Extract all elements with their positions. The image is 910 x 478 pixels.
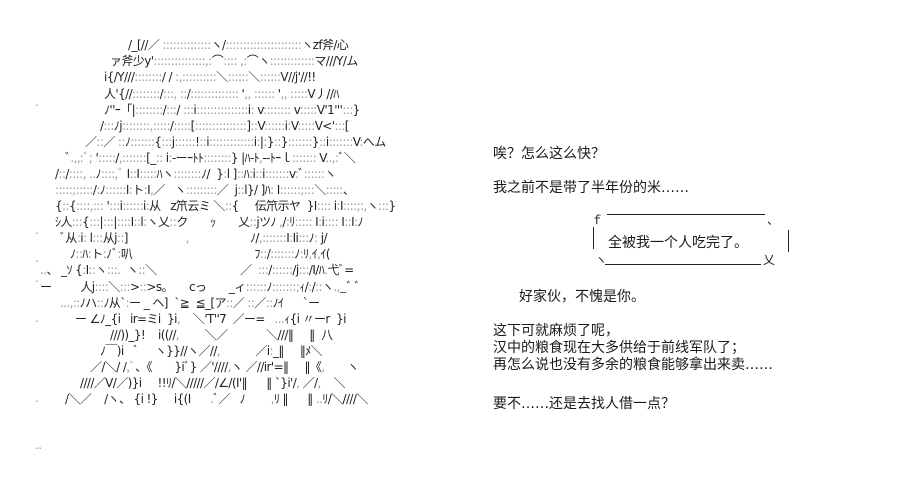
ascii-art-row: /:::ﾉj::::::::,:::::/:::::[:::::::::::::… (100, 119, 350, 133)
ascii-art-row: ﾉ::ﾊ:ト:ﾉﾞ:叭 ﾌ::/:::::::ﾉ:ﾘ,ｲ,ｲ( (70, 247, 331, 261)
ascii-art-stray-mark: . (35, 251, 39, 265)
dialogue-line-4: 这下可就麻烦了呢， (493, 323, 619, 339)
bubble-corner-bottom-left: ヽ (595, 253, 608, 267)
ascii-art-row: ..、 _ｿ {:I::ヽ:::. ヽ::＼ ／ :::/::::::/j:::… (40, 263, 354, 277)
ascii-art-row: ー ∠ﾉ_{i ir=ミi }i, ＼'T''7 ／ー= ...ｨ{i 〃ーr … (75, 312, 346, 326)
ascii-art-row: ﾉ￣)i ﾞ ヽ}}//ヽ／//, ／i:_‖ ‖ﾒ＼ (100, 344, 323, 358)
bubble-corner-top-left: ｆ (591, 213, 604, 227)
bubble-top-border (607, 214, 765, 215)
ascii-art-row: ////／V/／)}i !!ﾘ/＼/////／/∠/(I'‖ ‖ `}i'/, … (80, 376, 346, 390)
dialogue-line-1: 唉？怎么这么快？ (493, 146, 605, 162)
ascii-art-row: ／/＼/ /,ﾞ、《 }iﾞ} ／'////,ヽ ／//ir'=‖ ‖《, ヽ (90, 360, 359, 374)
ascii-art-row: ／::／ ::ﾉ:::::::{:::j::::::!::i::::::::::… (85, 135, 386, 149)
ascii-art-row: {::{::::,::: ':::i::::::i:从 z笊云ミ ＼::{ 伝笊… (55, 199, 396, 213)
dialogue-line-2: 我之前不是带了半年份的米…… (493, 180, 689, 196)
ascii-art-row: /＼／ /ヽ、 {i !} i{(I .ﾞ／ ﾉ ,ﾘ ‖ ‖ ..ﾘ/＼///… (65, 392, 368, 406)
dialogue-line-6: 再怎么说也没有多余的粮食能够拿出来卖…… (493, 357, 773, 373)
ascii-art-row: /::/::::, ..ﾉ::::,ﾞ I::I:::::ﾊヽ::::::::ﾉ… (55, 167, 336, 181)
ascii-art-row: :::::;:::::/:ﾉ::::::I:ト:I,／ ヽ:::::::::／ … (55, 183, 355, 197)
ascii-art-row: ﾉ''ｰ「|::::::::/:::/ :::i:::::::::::::::i… (104, 103, 360, 117)
ascii-art-row: ー 人j::::＼:::>::>s。 cっ _ィ::::::ﾉ:::::::;ｨ… (40, 280, 361, 294)
ascii-art-row: ///))_}! i((//, ＼／ ＼///‖ ‖ 八 (110, 328, 333, 342)
bubble-corner-bottom-right: 乂 (763, 253, 776, 267)
ascii-art-row: ﾞ从:i: l:::从j::] , ﾉ/,:::::::I:Ii:::ﾉ: j/ (60, 231, 328, 245)
ascii-art-row: ァ斧少y':::::::::::::::,:⌒:::: ,:⌒ヽ::::::::… (110, 54, 358, 68)
dialogue-line-3: 好家伙，不愧是你。 (519, 289, 645, 305)
bubble-left-border (593, 227, 594, 249)
dialogue-line-7: 要不……还是去找人借一点？ (493, 396, 675, 412)
ascii-art-stray-mark: . (35, 271, 39, 285)
ascii-art-row: i{/Y///::::::::/ / :,::::::::::＼::::::＼:… (104, 70, 316, 84)
ascii-art-stray-mark: .. (35, 438, 42, 452)
bubble-corner-top-right: 、 (767, 213, 780, 227)
ascii-art-stray-mark: . (35, 223, 39, 237)
dialogue-line-5: 汉中的粮食现在大多供给于前线军队了； (493, 340, 745, 356)
bubble-message: 全被我一个人吃完了。 (608, 235, 748, 251)
ascii-art-row: ﾞ.,,:ﾞ; ':::::/,:::::::[_:: i:-ーｰﾄﾄ:::::… (65, 151, 356, 165)
speech-bubble: ｆ 、 ヽ 乂 全被我一个人吃完了。 (591, 213, 789, 267)
ascii-art-row: ｼ人:::{:::|:::|::::I::l:ヽ乂::ク ｯ 乂::jツﾉ ,/… (55, 215, 364, 229)
ascii-art-stray-mark: . (35, 391, 39, 405)
ascii-art-stray-mark: . (35, 95, 39, 109)
bubble-bottom-border (605, 264, 761, 265)
ascii-art-row: /_[//／ ::::::::::::::ヽ/:::::::::::::::::… (128, 38, 349, 52)
ascii-art-row: 人'{//::::::::/:::, ::/:::::::::::::: ',,… (104, 87, 339, 101)
ascii-art-row: ...,::ﾉハ::ﾉ从`:ー _ ヘ] `≧ ≦_[ア::／ ::／::ﾉｲ … (60, 296, 320, 310)
ascii-art-stray-mark: . (35, 311, 39, 325)
bubble-right-border (788, 230, 789, 252)
ascii-art-figure: /_[//／ ::::::::::::::ヽ/:::::::::::::::::… (35, 38, 396, 452)
